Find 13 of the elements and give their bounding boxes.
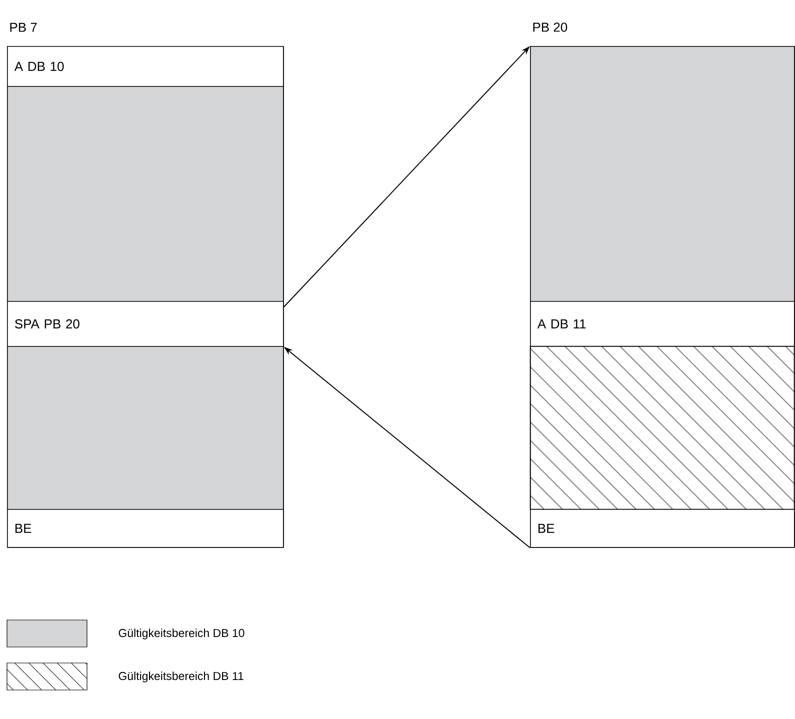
shaded-area [530,46,795,302]
legend-label: Gültigkeitsbereich DB 11 [118,672,244,682]
node-label: PB 20 [533,22,568,32]
instruction-row: A DB 10 [7,46,284,87]
instruction-row: BE [530,509,795,548]
shaded-area [7,86,284,302]
instruction-row: A DB 11 [530,301,795,347]
hatched-area [530,346,795,510]
node-label: PB 7 [10,22,37,32]
instruction-row: BE [7,509,284,548]
legend-label: Gültigkeitsbereich DB 10 [118,628,244,640]
shaded-area [7,346,284,510]
instruction-row: SPA PB 20 [7,301,284,347]
